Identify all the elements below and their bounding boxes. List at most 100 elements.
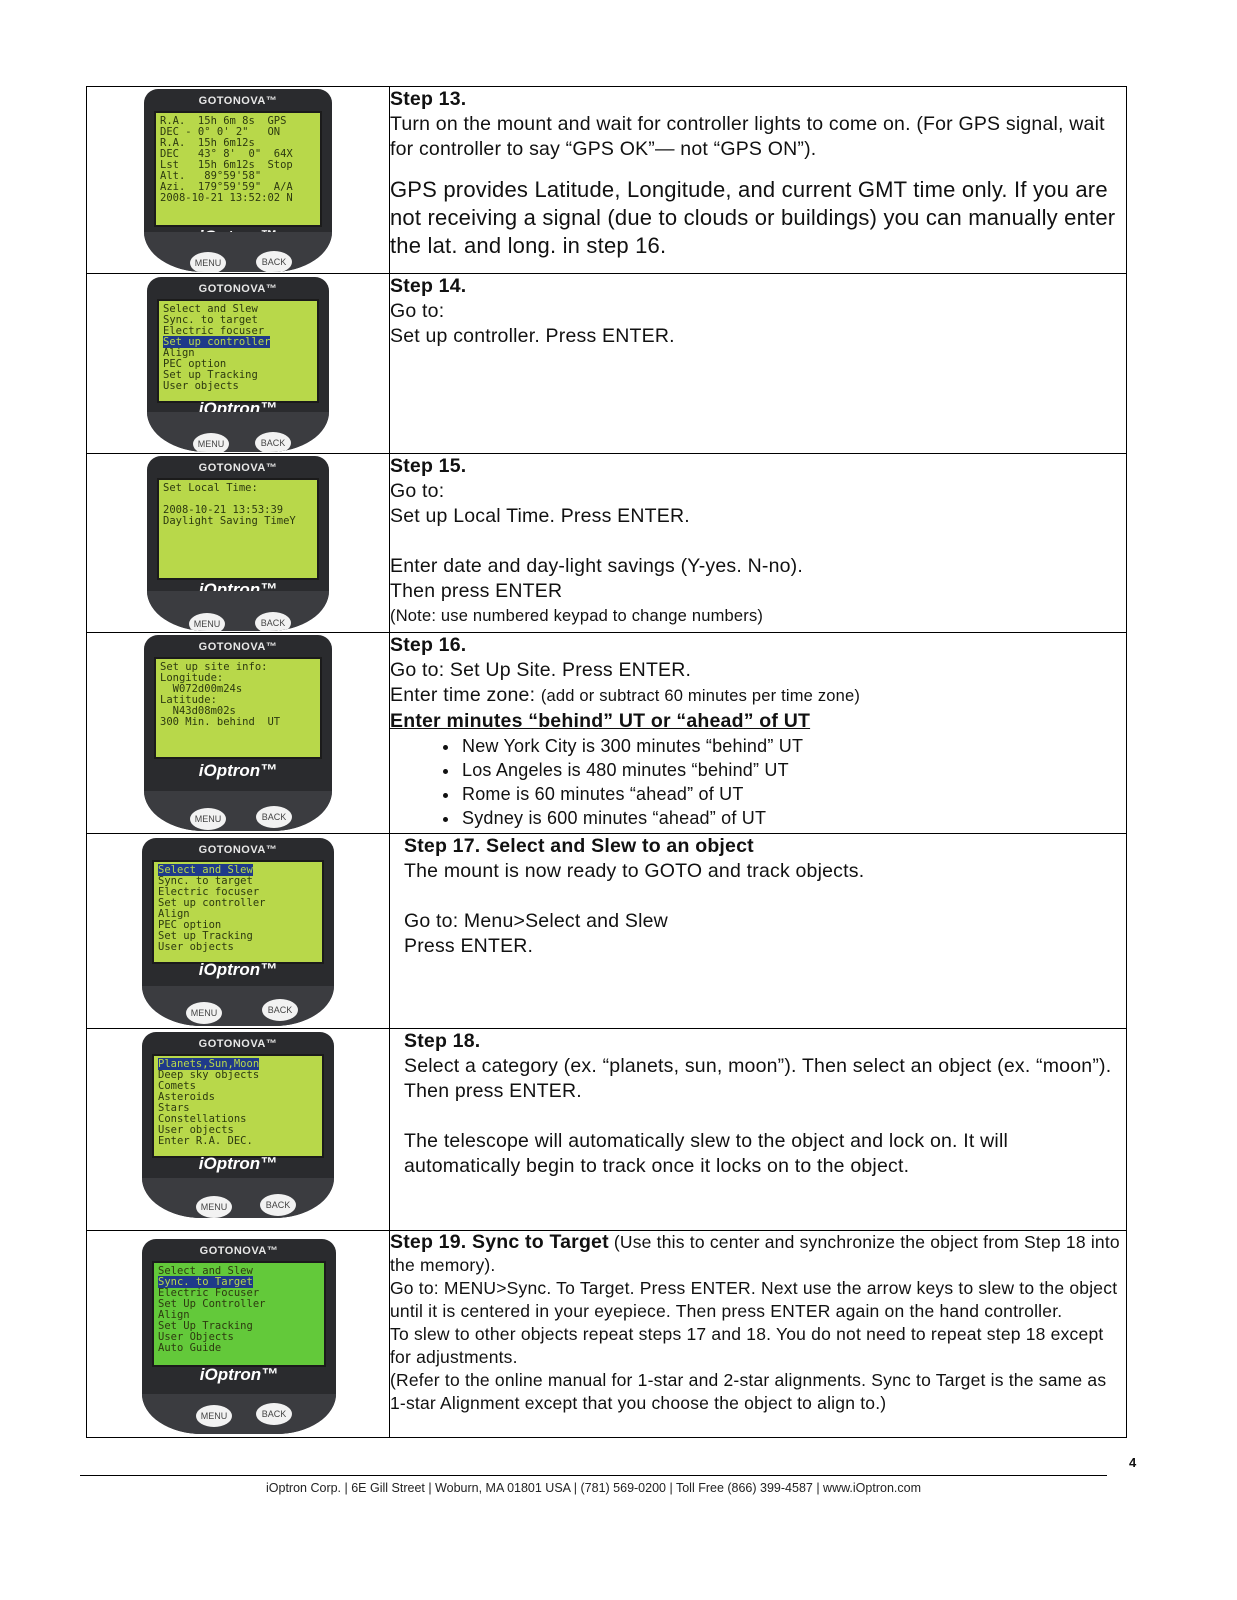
controller-screen: Set Local Time: 2008-10-21 13:53:39 Dayl… [157,478,319,580]
controller-image-cell: GOTONOVA™ Planets,Sun,Moon Deep sky obje… [86,1028,390,1231]
step-row-16: GOTONOVA™ Set up site info: Longitude: W… [86,632,1127,834]
step-text-cell: Step 13. Turn on the mount and wait for … [389,86,1127,274]
controller-brand: GOTONOVA™ [198,462,278,474]
controller-grip [144,232,332,272]
step-line: Select a category (ex. “planets, sun, mo… [404,1055,1112,1102]
controller-image: GOTONOVA™ R.A. 15h 6m 8s GPS DEC - 0° 0'… [144,89,332,272]
timezone-list: New York City is 300 minutes “behind” UT… [390,734,1126,830]
controller-screen: Select and Slew Sync. to Target Electric… [152,1261,326,1367]
menu-button-label: MENU [190,252,226,272]
controller-logo: iOptron™ [199,1365,279,1384]
step-text-cell: Step 14. Go to: Set up controller. Press… [389,273,1127,454]
menu-button-label: MENU [196,1196,232,1218]
back-button-label: BACK [256,806,292,828]
step-title: Step 16. [390,634,467,656]
controller-image: GOTONOVA™ Select and Slew Sync. to targe… [142,838,334,1026]
controller-image: GOTONOVA™ Set up site info: Longitude: W… [144,635,332,831]
step-line: Go to: [390,300,445,322]
controller-image: GOTONOVA™ Select and Slew Sync. to Targe… [142,1239,336,1434]
controller-image: GOTONOVA™ Planets,Sun,Moon Deep sky obje… [142,1032,334,1218]
list-item: Sydney is 600 minutes “ahead” of UT [460,806,1126,830]
controller-grip [147,412,329,452]
timezone-line: Enter time zone: (add or subtract 60 min… [390,684,861,706]
controller-grip [142,1178,334,1218]
back-button-label: BACK [262,999,298,1021]
step-text-cell: Step 16. Go to: Set Up Site. Press ENTER… [389,632,1127,834]
step-title: Step 15. [390,455,467,477]
step-row-13: GOTONOVA™ R.A. 15h 6m 8s GPS DEC - 0° 0'… [86,86,1127,274]
controller-grip [142,1394,336,1434]
controller-grip [147,591,329,631]
controller-screen: R.A. 15h 6m 8s GPS DEC - 0° 0' 2" ON R.A… [154,111,322,227]
step-note: (Note: use numbered keypad to change num… [390,607,764,625]
controller-screen: Select and Slew Sync. to target Electric… [152,860,324,964]
controller-logo: iOptron™ [198,1154,278,1173]
controller-brand: GOTONOVA™ [198,283,278,295]
list-item: New York City is 300 minutes “behind” UT [460,734,1126,758]
step-line: Then press ENTER [390,580,563,602]
step-line: Enter date and day-light savings (Y-yes.… [390,555,803,577]
menu-button-label: MENU [196,1405,232,1427]
page-footer: iOptron Corp. | 6E Gill Street | Woburn,… [266,1481,921,1495]
controller-logo: iOptron™ [198,960,278,979]
page-number: 4 [1129,1455,1137,1470]
step-heading: Step 19. Sync to Target (Use this to cen… [390,1231,1120,1275]
step-line: The telescope will automatically slew to… [404,1130,1009,1177]
step-paragraph: Go to: MENU>Sync. To Target. Press ENTER… [390,1278,1118,1321]
step-line: Go to: [390,480,445,502]
step-text-cell: Step 18. Select a category (ex. “planets… [389,1028,1127,1231]
controller-image-cell: GOTONOVA™ Select and Slew Sync. to targe… [86,273,390,454]
controller-image-cell: GOTONOVA™ Select and Slew Sync. to Targe… [86,1230,390,1438]
step-text-cell: Step 15. Go to: Set up Local Time. Press… [389,453,1127,633]
step-paragraph: To slew to other objects repeat steps 17… [390,1324,1104,1367]
step-line: Set up Local Time. Press ENTER. [390,505,690,527]
controller-logo: iOptron™ [198,761,278,780]
controller-grip [142,986,334,1026]
step-line: Go to: Menu>Select and Slew [404,910,668,932]
controller-image-cell: GOTONOVA™ Select and Slew Sync. to targe… [86,833,390,1029]
back-button-label: BACK [255,432,291,452]
controller-image-cell: GOTONOVA™ Set Local Time: 2008-10-21 13:… [86,453,390,633]
step-line: Press ENTER. [404,935,534,957]
controller-screen: Planets,Sun,Moon Deep sky objects Comets… [152,1054,324,1158]
step-line: Turn on the mount and wait for controlle… [390,113,1105,160]
controller-screen: Select and Slew Sync. to target Electric… [157,299,319,403]
controller-brand: GOTONOVA™ [198,1038,278,1050]
step-paragraph: (Refer to the online manual for 1-star a… [390,1370,1107,1413]
menu-button-label: MENU [186,1002,222,1024]
step-row-19: GOTONOVA™ Select and Slew Sync. to Targe… [86,1230,1127,1438]
list-item: Los Angeles is 480 minutes “behind” UT [460,758,1126,782]
back-button-label: BACK [255,612,291,631]
step-row-18: GOTONOVA™ Planets,Sun,Moon Deep sky obje… [86,1028,1127,1231]
back-button-label: BACK [256,251,292,272]
footer-divider [80,1475,1107,1476]
steps-table: GOTONOVA™ R.A. 15h 6m 8s GPS DEC - 0° 0'… [86,86,1127,1438]
menu-button-label: MENU [190,808,226,830]
step-title: Step 18. [404,1030,481,1052]
menu-button-label: MENU [193,433,229,452]
step-row-15: GOTONOVA™ Set Local Time: 2008-10-21 13:… [86,453,1127,633]
underline-heading: Enter minutes “behind” UT or “ahead” of … [390,710,811,732]
step-line: The mount is now ready to GOTO and track… [404,860,865,882]
list-item: Rome is 60 minutes “ahead” of UT [460,782,1126,806]
step-row-17: GOTONOVA™ Select and Slew Sync. to targe… [86,833,1127,1029]
step-line: Go to: Set Up Site. Press ENTER. [390,659,692,681]
step-title: Step 14. [390,275,467,297]
step-title: Step 17. Select and Slew to an object [404,835,754,857]
step-title: Step 13. [390,88,467,110]
step-row-14: GOTONOVA™ Select and Slew Sync. to targe… [86,273,1127,454]
step-text-cell: Step 19. Sync to Target (Use this to cen… [389,1230,1127,1438]
controller-image: GOTONOVA™ Set Local Time: 2008-10-21 13:… [147,456,329,631]
controller-brand: GOTONOVA™ [198,844,278,856]
controller-screen: Set up site info: Longitude: W072d00m24s… [154,657,322,759]
controller-brand: GOTONOVA™ [199,1245,279,1257]
controller-image-cell: GOTONOVA™ R.A. 15h 6m 8s GPS DEC - 0° 0'… [86,86,390,274]
controller-brand: GOTONOVA™ [198,95,278,107]
controller-brand: GOTONOVA™ [198,641,278,653]
back-button-label: BACK [260,1194,296,1216]
menu-button-label: MENU [189,613,225,631]
controller-grip [144,791,332,831]
step-line: Set up controller. Press ENTER. [390,325,675,347]
controller-image-cell: GOTONOVA™ Set up site info: Longitude: W… [86,632,390,834]
step-text-cell: Step 17. Select and Slew to an object Th… [389,833,1127,1029]
